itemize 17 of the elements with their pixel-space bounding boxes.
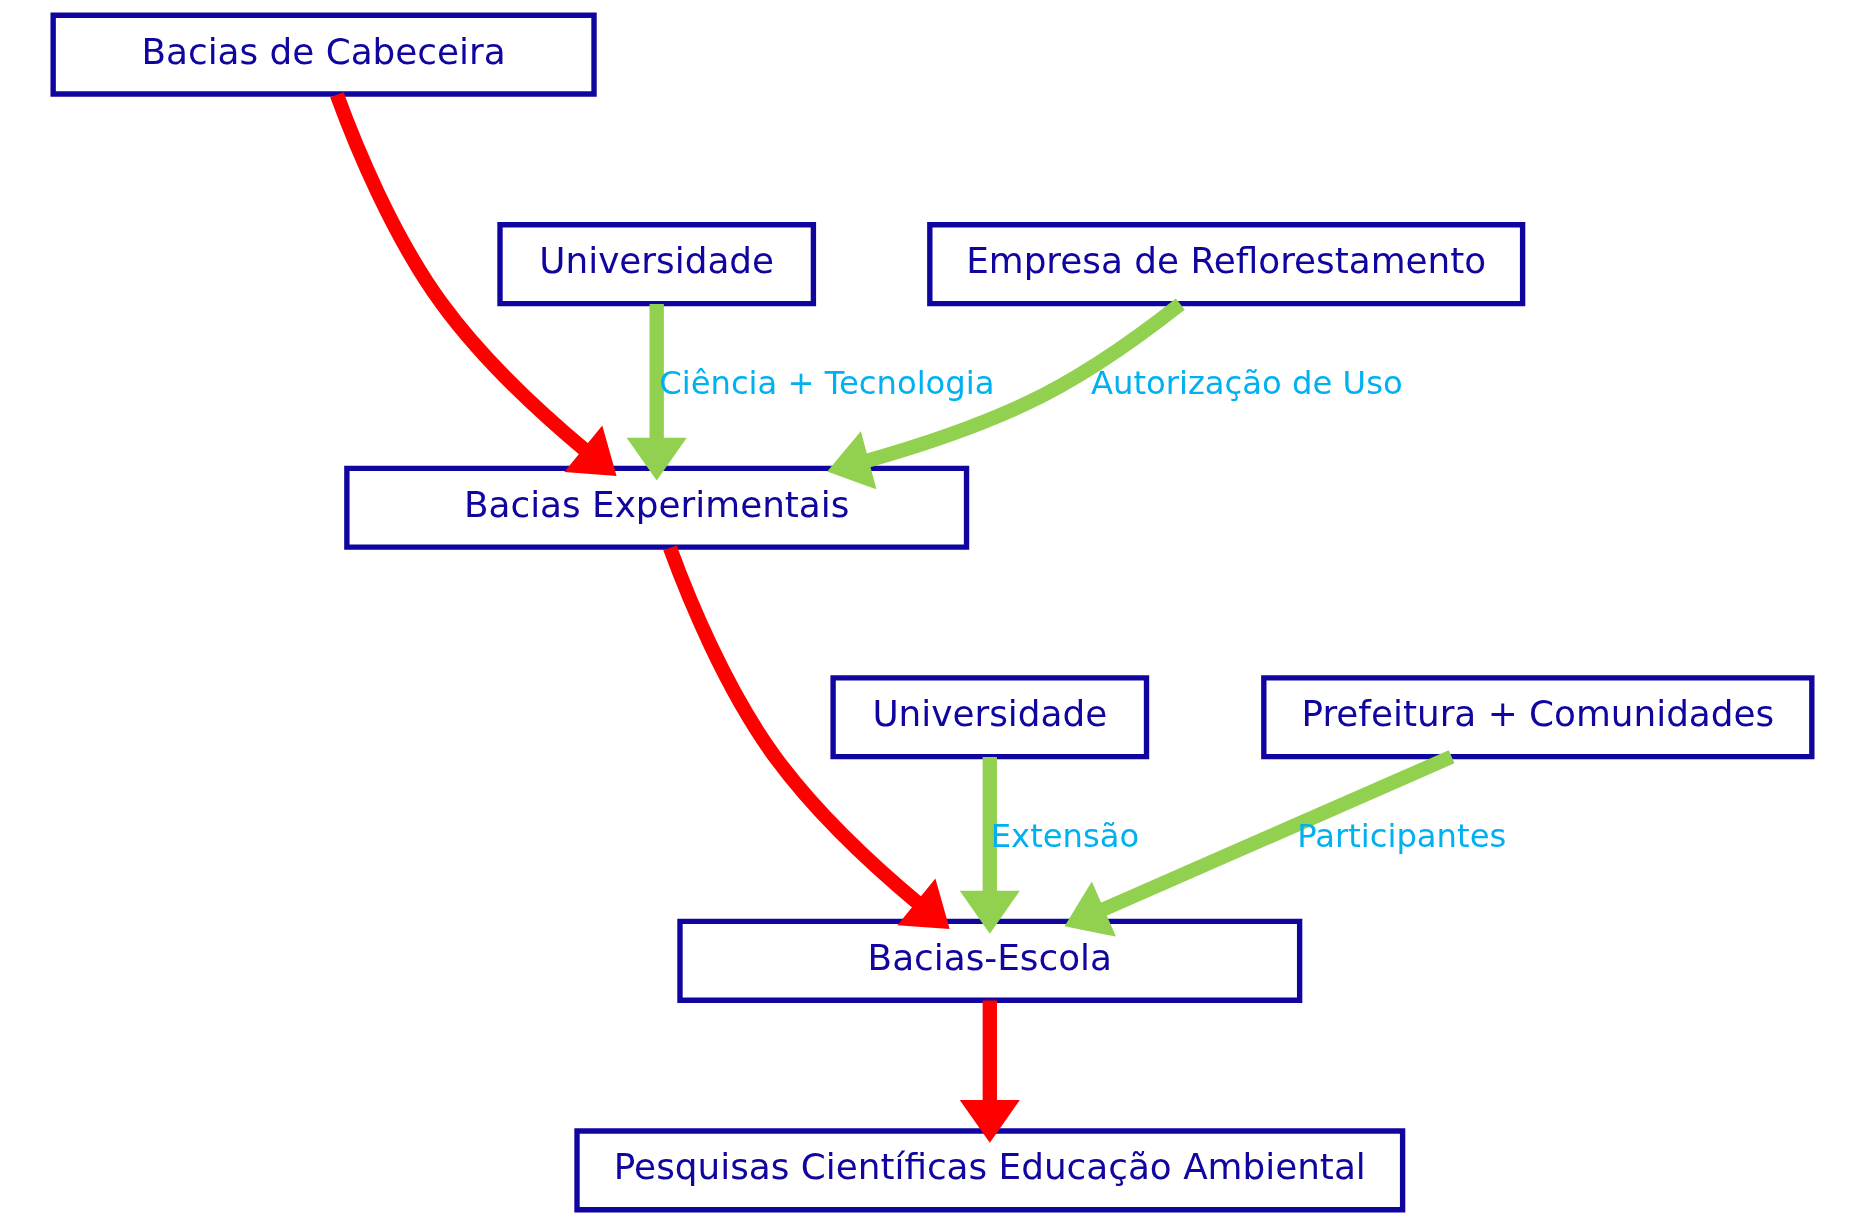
node-box: Universidade <box>830 675 1150 760</box>
arrow <box>959 1000 1020 1143</box>
edge-label: Participantes <box>1297 816 1507 855</box>
arrow <box>959 757 1020 934</box>
arrow <box>827 298 1185 490</box>
arrow <box>626 304 687 481</box>
arrow <box>663 545 950 930</box>
arrow <box>330 92 617 476</box>
node-box: Bacias-Escola <box>677 918 1303 1003</box>
node-box: Universidade <box>497 222 817 307</box>
node-box: Pesquisas Científicas Educação Ambiental <box>574 1128 1406 1213</box>
edge-label: Autorização de Uso <box>1090 363 1403 402</box>
node-box: Prefeitura + Comunidades <box>1261 675 1815 760</box>
node-box: Bacias de Cabeceira <box>50 12 597 97</box>
node-box: Empresa de Reflorestamento <box>927 222 1526 307</box>
arrow <box>1064 750 1455 937</box>
node-box: Bacias Experimentais <box>344 465 970 550</box>
